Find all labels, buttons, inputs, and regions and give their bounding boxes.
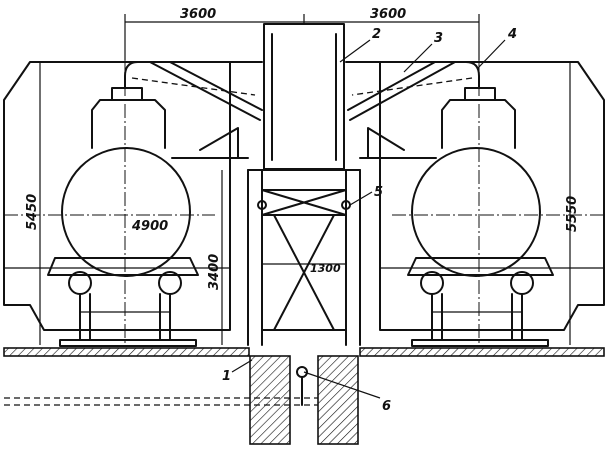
foundations: [4, 355, 359, 445]
dim-tank-diameter: 4900: [131, 219, 168, 234]
dim-left-height: 5450: [25, 194, 40, 230]
dim-gantry-width: 1300: [310, 262, 341, 275]
loading-arms: [124, 61, 480, 159]
callout-2: 2: [372, 27, 381, 42]
ground-line: [3, 347, 605, 357]
left-tank-car: [3, 60, 231, 347]
center-gantry: [247, 23, 361, 346]
callout-5: 5: [374, 185, 383, 200]
dim-left-span: 3600: [180, 7, 216, 22]
dim-right-height: 5550: [565, 196, 580, 232]
callout-3: 3: [434, 31, 443, 46]
right-tank-car: [379, 60, 605, 347]
dim-platform-height: 3400: [207, 254, 222, 290]
callout-4: 4: [507, 27, 517, 42]
callout-6: 6: [382, 399, 391, 414]
callout-1: 1: [222, 369, 231, 384]
dimension-lines: [39, 14, 571, 345]
callouts: 1 2 3 4 5 6: [222, 27, 517, 414]
dim-right-span: 3600: [370, 7, 406, 22]
